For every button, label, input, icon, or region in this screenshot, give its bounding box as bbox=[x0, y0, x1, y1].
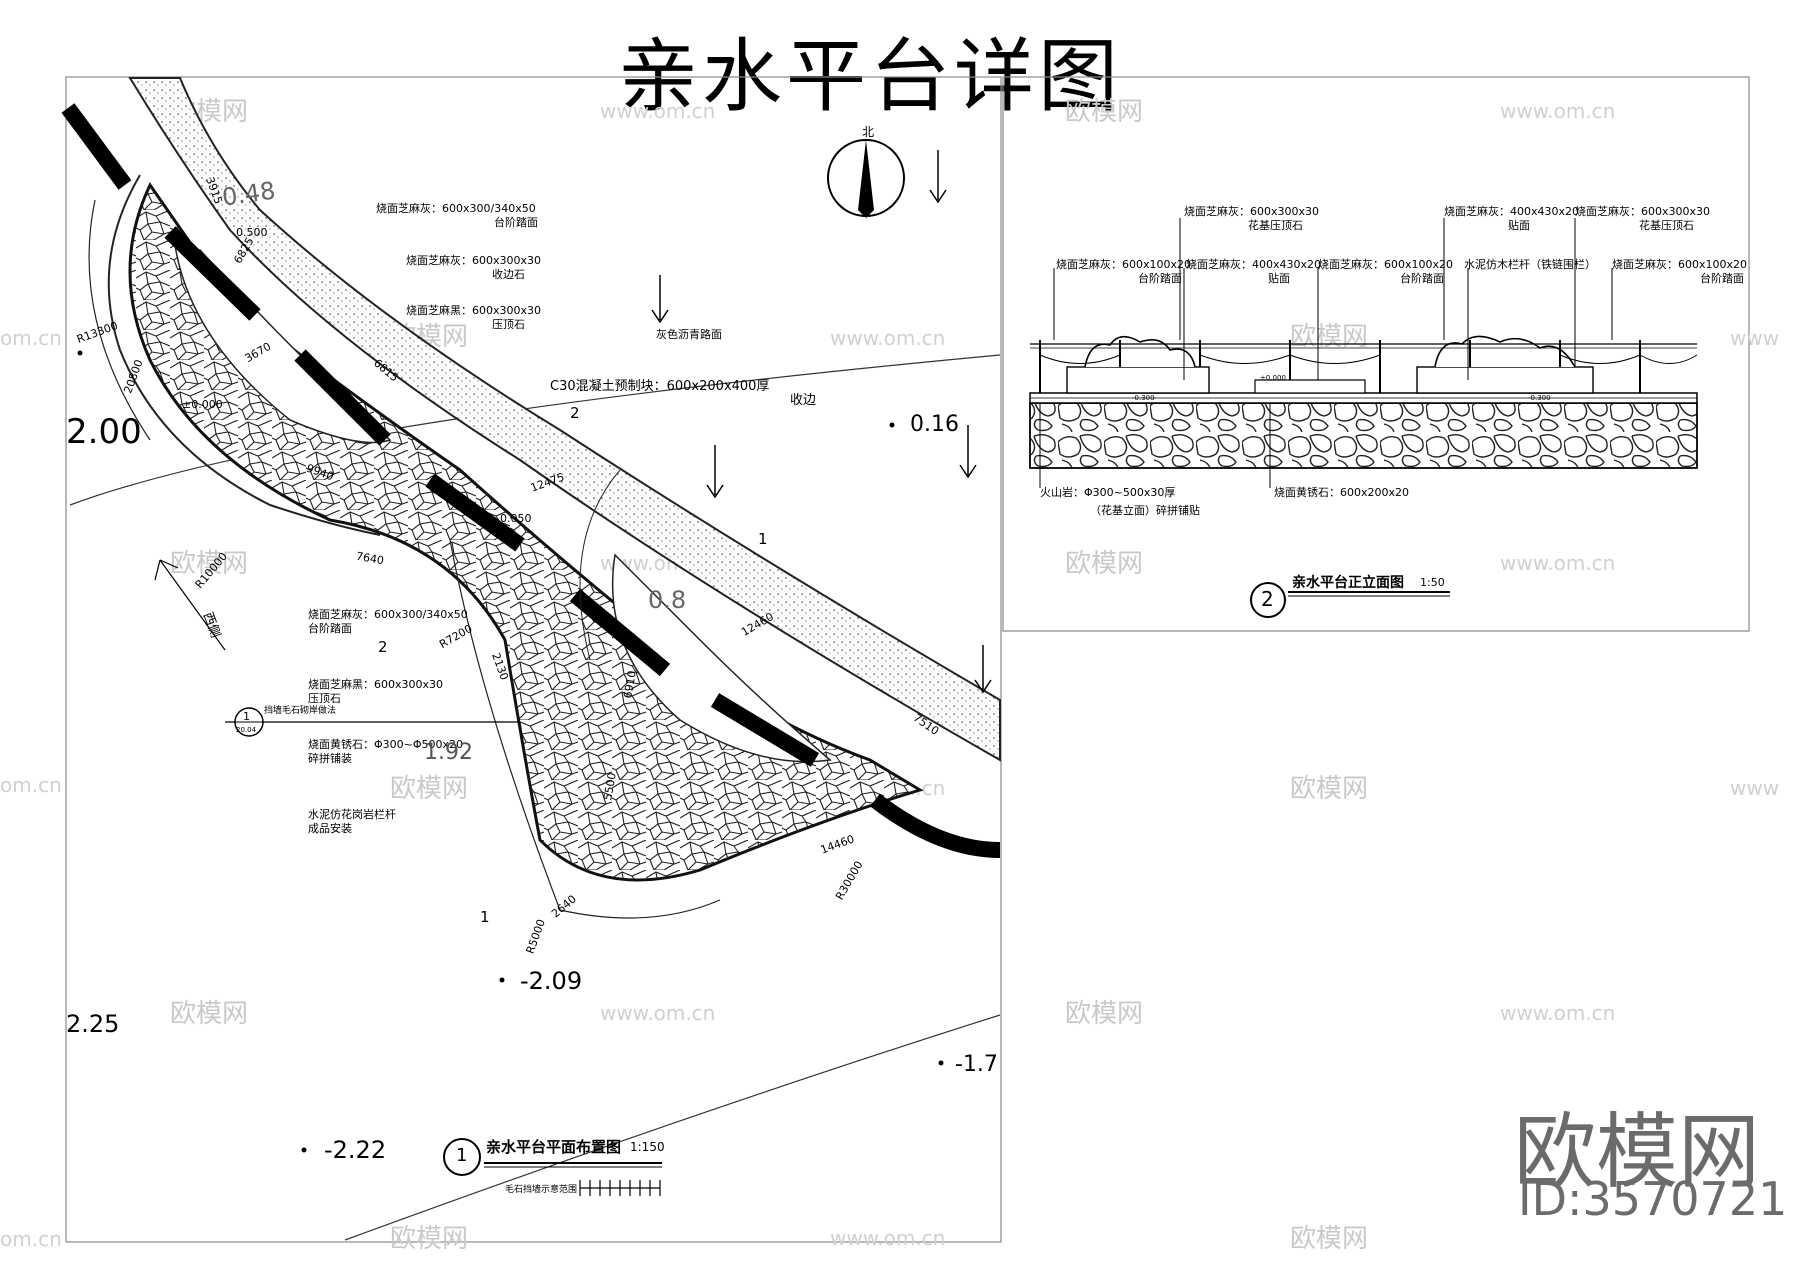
level-mark: 0.050 bbox=[500, 512, 532, 525]
note-title: 水泥仿花岗岩栏杆 bbox=[308, 808, 396, 821]
note-sub: 收边石 bbox=[492, 268, 525, 281]
svg-text:www: www bbox=[1730, 776, 1779, 800]
svg-text:欧模网: 欧模网 bbox=[1065, 97, 1143, 127]
note-sub: 压顶石 bbox=[308, 692, 341, 705]
svg-text:欧模网: 欧模网 bbox=[390, 1224, 468, 1254]
note-sub: 碎拼铺装 bbox=[308, 752, 352, 765]
elev-label: 2.25 bbox=[66, 1010, 120, 1038]
svg-text:www.om.cn: www.om.cn bbox=[600, 99, 715, 123]
note-sub: 收边 bbox=[790, 393, 817, 408]
svg-text:om.cn: om.cn bbox=[0, 1227, 62, 1251]
section-callout-number: 1 bbox=[243, 710, 250, 723]
elev-label: 1.92 bbox=[424, 740, 473, 765]
note-title: 烧面芝麻灰：600x300/340x50 bbox=[308, 608, 468, 621]
elev-level: ±0.000 bbox=[1260, 374, 1286, 382]
scale-note: 毛石挡墙示意范围 bbox=[505, 1185, 578, 1195]
elev-scale: 1:50 bbox=[1420, 576, 1445, 589]
plan-scale: 1:150 bbox=[630, 1140, 665, 1154]
svg-text:www.om.cn: www.om.cn bbox=[1500, 1001, 1615, 1025]
elev-level: -0.300 bbox=[1528, 394, 1551, 402]
note-sub: 成品安装 bbox=[308, 822, 352, 835]
note-title: 烧面黄锈石：Φ300~Φ500x20 bbox=[308, 738, 464, 751]
note-sub: 台阶踏面 bbox=[308, 622, 352, 635]
svg-text:欧模网: 欧模网 bbox=[1065, 999, 1143, 1029]
north-arrow-icon bbox=[827, 139, 905, 218]
svg-text:www.om.cn: www.om.cn bbox=[830, 1226, 945, 1250]
elev-label: 0.16 bbox=[910, 412, 959, 437]
svg-text:om.cn: om.cn bbox=[0, 773, 62, 797]
section-callout-ref: 20.04 bbox=[236, 726, 257, 734]
note-title: 烧面芝麻黑：600x300x30 bbox=[406, 304, 542, 317]
svg-text:欧模网: 欧模网 bbox=[390, 774, 468, 804]
elev-label-bottom: 烧面黄锈石：600x200x20 bbox=[1274, 486, 1410, 499]
elev-label-top: 水泥仿木栏杆（铁链围栏） bbox=[1464, 258, 1596, 271]
elev-label: -1.7 bbox=[955, 1052, 998, 1077]
elev-label: -2.09 bbox=[520, 967, 583, 995]
elev-label-bottom: 火山岩：Φ300~500x30厚（花基立面）碎拼铺贴 bbox=[1040, 486, 1200, 517]
note-title: 烧面芝麻灰：600x300x30 bbox=[406, 254, 542, 267]
svg-text:欧模网: 欧模网 bbox=[1290, 774, 1368, 804]
level-mark: 0.500 bbox=[236, 226, 268, 239]
zone-number: 1 bbox=[758, 530, 768, 548]
note-sub: 台阶踏面 bbox=[494, 216, 538, 229]
elev-caption: 亲水平台正立面图 bbox=[1292, 575, 1404, 591]
zone-number: 2 bbox=[378, 638, 388, 656]
note-title: 烧面芝麻黑：600x300x30 bbox=[308, 678, 444, 691]
svg-text:www.om.cn: www.om.cn bbox=[830, 326, 945, 350]
elevation-view bbox=[1029, 218, 1698, 618]
note-title: C30混凝土预制块：600x200x400厚 bbox=[550, 379, 770, 394]
elev-caption-number: 2 bbox=[1261, 587, 1274, 611]
svg-text:欧模网: 欧模网 bbox=[1065, 549, 1143, 579]
svg-text:www.om.cn: www.om.cn bbox=[1500, 99, 1615, 123]
plan-caption: 亲水平台平面布置图 bbox=[486, 1138, 622, 1156]
svg-text:欧模网: 欧模网 bbox=[170, 999, 248, 1029]
brand-logo: 欧模网 bbox=[1514, 1105, 1761, 1200]
note-sub: 压顶石 bbox=[492, 318, 525, 331]
svg-text:www.om.cn: www.om.cn bbox=[600, 1001, 715, 1025]
brand-id: ID:3570721 bbox=[1518, 1172, 1788, 1226]
svg-text:www: www bbox=[1730, 326, 1779, 350]
elev-label: 2.00 bbox=[66, 412, 142, 452]
stone-wall-note: 挡墙毛石砌岸做法 bbox=[264, 706, 337, 716]
elev-label: 0.8 bbox=[648, 586, 687, 614]
svg-text:欧模网: 欧模网 bbox=[1290, 322, 1368, 352]
svg-text:www.om.cn: www.om.cn bbox=[1500, 551, 1615, 575]
level-mark: ±0.000 bbox=[182, 398, 223, 411]
plan-caption-number: 1 bbox=[456, 1145, 468, 1166]
svg-text:欧模网: 欧模网 bbox=[1290, 1224, 1368, 1254]
elev-label: -2.22 bbox=[324, 1136, 387, 1164]
svg-text:欧模网: 欧模网 bbox=[170, 549, 248, 579]
zone-number: 2 bbox=[570, 404, 580, 422]
north-label: 北 bbox=[862, 125, 874, 139]
elev-level: -0.300 bbox=[1132, 394, 1155, 402]
note-title: 灰色沥青路面 bbox=[656, 328, 722, 341]
plan-view: 北 bbox=[61, 77, 1001, 1241]
svg-text:om.cn: om.cn bbox=[0, 326, 62, 350]
zone-number: 1 bbox=[480, 908, 490, 926]
note-title: 烧面芝麻灰：600x300/340x50 bbox=[376, 202, 536, 215]
